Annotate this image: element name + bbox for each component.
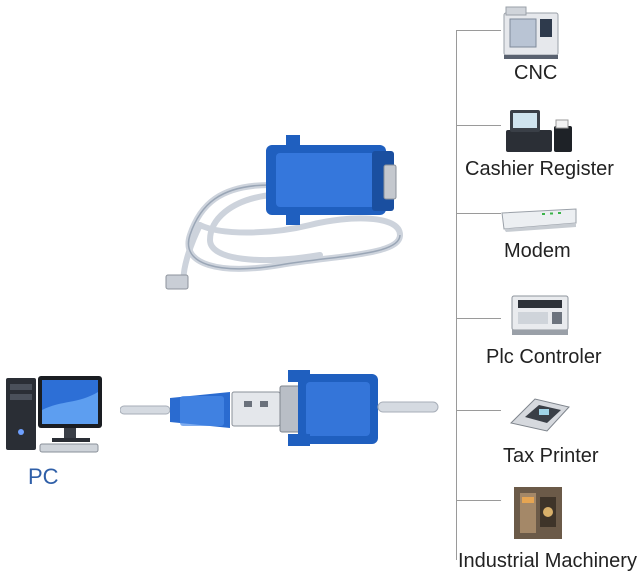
desktop-computer-icon — [2, 370, 106, 461]
cash-register-icon — [502, 108, 574, 161]
industrial-machine-icon — [514, 487, 562, 544]
branch-plc — [456, 318, 501, 319]
pc-label: PC — [28, 464, 59, 489]
device-label-modem: Modem — [504, 240, 571, 262]
usb-serial-cable-straight-image — [119, 368, 440, 453]
device-tree-trunk — [456, 30, 457, 560]
device-label-cnc: CNC — [514, 62, 558, 84]
device-label-plc: Plc Controler — [486, 346, 602, 368]
device-label-printer: Tax Printer — [503, 445, 599, 467]
tax-printer-icon — [505, 393, 575, 440]
device-label-industrial: Industrial Machinery — [458, 550, 637, 572]
branch-printer — [456, 410, 501, 411]
branch-cashier — [456, 125, 501, 126]
device-label-cashier: Cashier Register — [465, 158, 614, 180]
modem-icon — [498, 205, 580, 238]
branch-cnc — [456, 30, 501, 31]
plc-controller-icon — [508, 290, 572, 343]
usb-serial-cable-coiled-image — [160, 125, 420, 300]
branch-industrial — [456, 500, 501, 501]
branch-modem — [456, 213, 501, 214]
cnc-machine-icon — [500, 5, 562, 65]
